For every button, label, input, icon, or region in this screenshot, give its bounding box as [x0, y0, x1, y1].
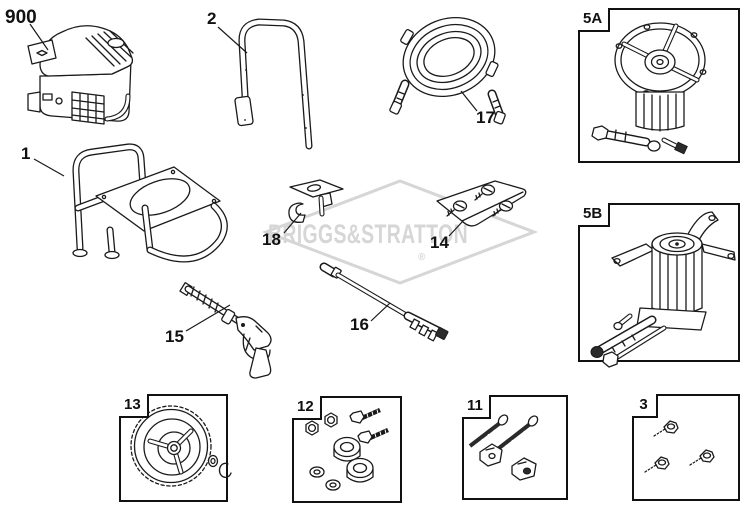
callout-hose: 17 [476, 108, 495, 127]
nozzle-wand-drawing [319, 262, 449, 342]
briggs-stratton-watermark: BRIGGS&STRATTON ® [261, 179, 539, 285]
wheel-drawing [130, 405, 232, 487]
callout-handle: 2 [207, 9, 217, 28]
watermark-text: BRIGGS&STRATTON [268, 219, 468, 249]
wheel-hardware-drawing [305, 407, 389, 491]
tag-bolt-kit: 3 [632, 394, 658, 418]
tag-pump-b: 5B [578, 203, 611, 227]
engine-drawing [27, 25, 134, 125]
tag-wheel: 13 [119, 394, 149, 418]
frame-drawing [72, 143, 228, 263]
tag-pump-a: 5A [578, 8, 611, 32]
handle-drawing [234, 18, 313, 150]
pump-a-drawing [591, 22, 707, 155]
leader-lines [29, 23, 478, 332]
handle-hardware-drawing [468, 414, 539, 481]
bolt-kit-drawing [644, 420, 715, 473]
callout-engine: 900 [5, 7, 37, 28]
spray-gun-drawing [179, 281, 272, 379]
tag-wheel-hardware: 12 [292, 396, 322, 420]
screw-kit-drawing [436, 180, 527, 227]
hose-hook-drawing [288, 179, 344, 223]
callout-bracket: 18 [262, 230, 281, 249]
hose-drawing [389, 16, 506, 125]
callout-screw-kit: 14 [430, 233, 449, 252]
callout-frame: 1 [21, 144, 31, 163]
tag-handle-hardware: 11 [462, 395, 491, 419]
watermark-registered-icon: ® [418, 252, 426, 263]
callout-nozzle-wand: 16 [350, 315, 369, 334]
callout-spray-gun: 15 [165, 327, 184, 346]
pump-b-drawing [590, 211, 736, 368]
